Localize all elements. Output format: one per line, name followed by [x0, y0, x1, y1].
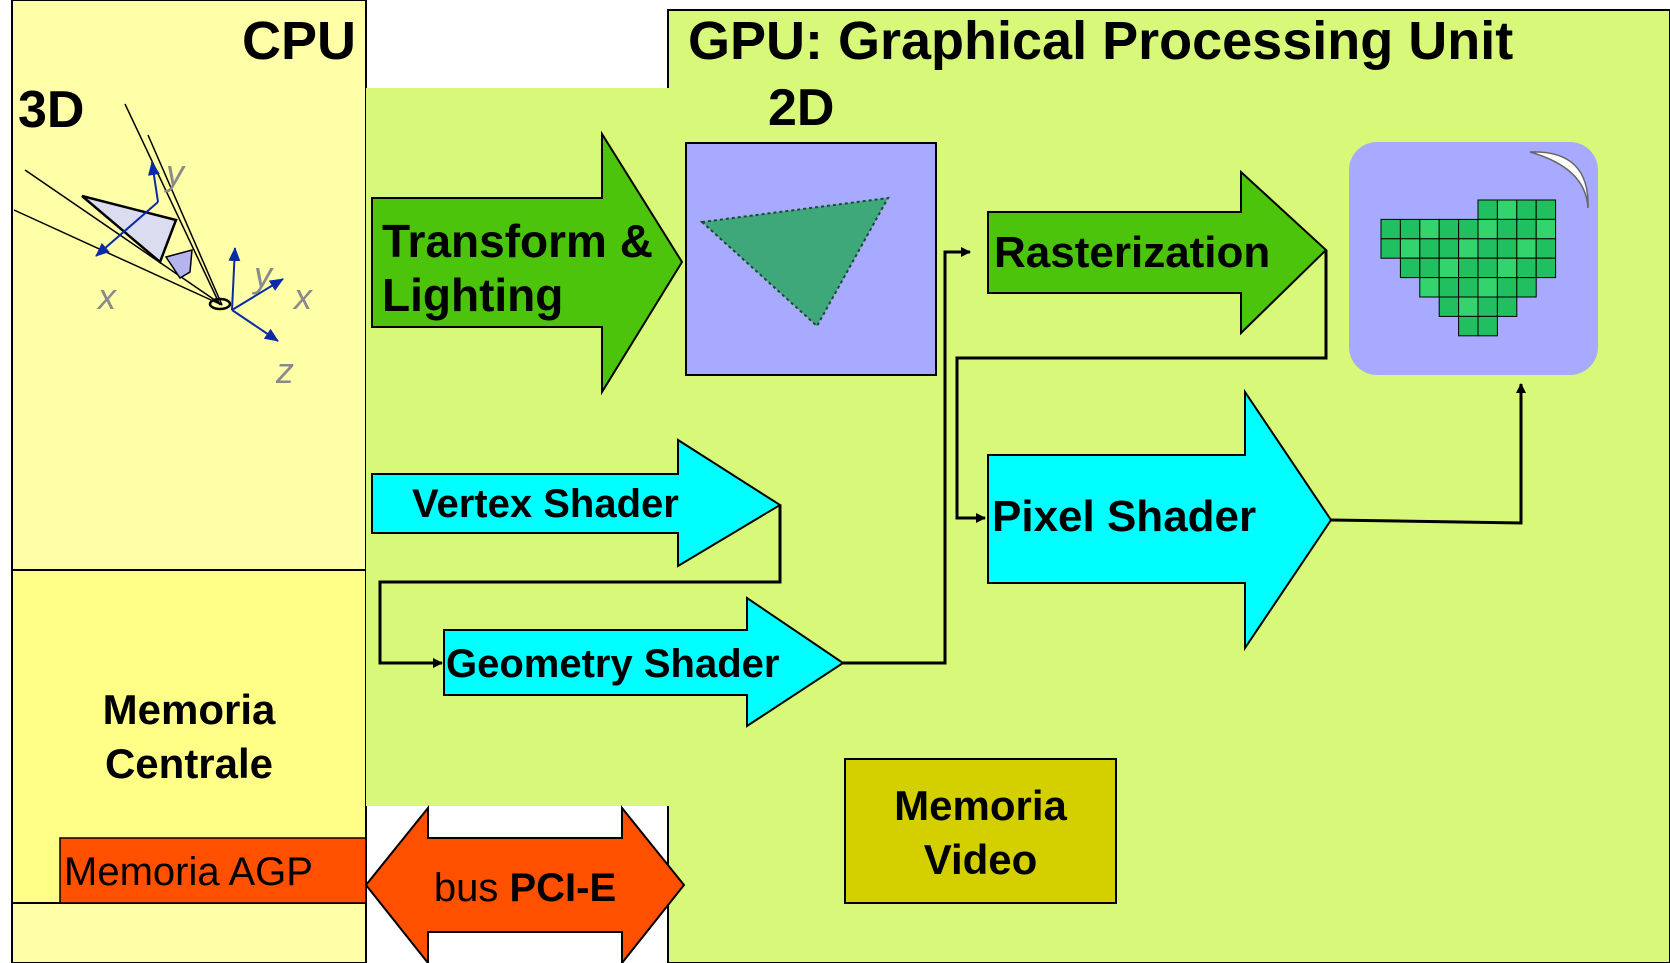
pixel-shader-arrow [987, 388, 1333, 652]
pixel-cell [1419, 257, 1440, 279]
pixel-cell [1477, 238, 1498, 259]
gpu-title: GPU: Graphical Processing Unit [688, 11, 1514, 71]
pixel-cell [1516, 238, 1537, 259]
cpu-title: CPU [242, 11, 357, 71]
geometry-shader-label: Geometry Shader [446, 642, 780, 686]
pixel-grid [1380, 199, 1557, 337]
vertex-shader-label: Vertex Shader [412, 482, 679, 526]
memory-central-label-line2: Centrale [104, 740, 274, 787]
pixel-cell [1496, 238, 1518, 259]
memory-video-label-line2: Video [923, 836, 1038, 883]
connector-geometry-to-raster [843, 247, 971, 665]
pixel-cell [1516, 257, 1537, 279]
dim-2d-label: 2D [768, 79, 835, 137]
pixel-cell [1438, 296, 1460, 317]
dim-3d-label: 3D [18, 81, 85, 139]
pixel-shader-label: Pixel Shader [992, 492, 1257, 541]
pixel-cell [1516, 199, 1537, 220]
pixel-cell [1535, 199, 1557, 220]
bus-name: PCI-E [509, 866, 617, 910]
pixel-cell [1516, 277, 1537, 298]
camera-eye [208, 297, 232, 311]
pixel-cell [1419, 238, 1440, 259]
bus-prefix: bus [433, 866, 499, 910]
pixel-cell [1477, 315, 1498, 337]
axis-label-y2: y [254, 254, 272, 295]
connector-pixel-to-output [1330, 383, 1526, 525]
memory-central-label-line1: Memoria [102, 686, 276, 733]
transform-lighting-arrow [371, 130, 684, 396]
pixel-cell [1458, 238, 1479, 259]
pixel-cell [1477, 199, 1498, 220]
pixel-cell [1496, 218, 1518, 240]
pixel-cell [1496, 277, 1518, 298]
memory-video-label-line1: Memoria [894, 782, 1067, 829]
geometry-shader-arrow [443, 596, 845, 728]
3d-triangle-large [81, 194, 178, 265]
memory-agp-box [59, 837, 367, 904]
axis-label-y1: y [166, 152, 184, 193]
pixel-cell [1380, 238, 1401, 259]
axis-label-x2: x [294, 276, 312, 317]
memory-video-box [844, 758, 1117, 904]
pixel-cell [1419, 218, 1440, 240]
pixel-cell [1535, 218, 1557, 240]
pixel-cell [1438, 257, 1460, 279]
vertex-shader-arrow [371, 438, 782, 568]
pixel-cell [1438, 277, 1460, 298]
pixel-cell [1438, 218, 1460, 240]
connector-vertex-to-geometry [378, 505, 782, 668]
axis-label-z: z [276, 350, 294, 391]
pixel-cell [1380, 218, 1401, 240]
pixel-cell [1458, 257, 1479, 279]
pixel-cell [1477, 277, 1498, 298]
pixel-cell [1477, 218, 1498, 240]
memory-agp-label: Memoria AGP [64, 850, 313, 894]
pixel-cell [1419, 277, 1440, 298]
pixel-cell [1458, 277, 1479, 298]
axis-label-x1: x [98, 276, 116, 317]
rasterization-label: Rasterization [994, 228, 1271, 277]
pixel-cell [1458, 315, 1479, 337]
pixel-cell [1496, 257, 1518, 279]
3d-scene [13, 103, 284, 342]
rasterization-arrow [987, 169, 1328, 336]
rasterized-box-highlight [1529, 151, 1589, 209]
pixel-cell [1458, 296, 1479, 317]
connector-raster-to-pixel [955, 250, 1328, 523]
pixel-cell [1477, 257, 1498, 279]
pixel-cell [1438, 238, 1460, 259]
pixel-cell [1516, 218, 1537, 240]
pixel-cell [1496, 296, 1518, 317]
bus-label: bus PCI-E [366, 866, 684, 911]
pixel-cell [1535, 238, 1557, 259]
3d-triangle-small [164, 248, 193, 280]
pixel-cell [1399, 218, 1421, 240]
pixel-cell [1477, 296, 1498, 317]
pixel-cell [1496, 199, 1518, 220]
transform-label-line1: Transform & [382, 215, 653, 267]
pixel-cell [1458, 218, 1479, 240]
bus-pci-e-arrow [364, 805, 686, 963]
pixel-cell [1399, 257, 1421, 279]
pixel-cell [1535, 257, 1557, 279]
transform-label-line2: Lighting [382, 269, 564, 321]
2d-triangle [699, 196, 890, 328]
pixel-cell [1399, 238, 1421, 259]
